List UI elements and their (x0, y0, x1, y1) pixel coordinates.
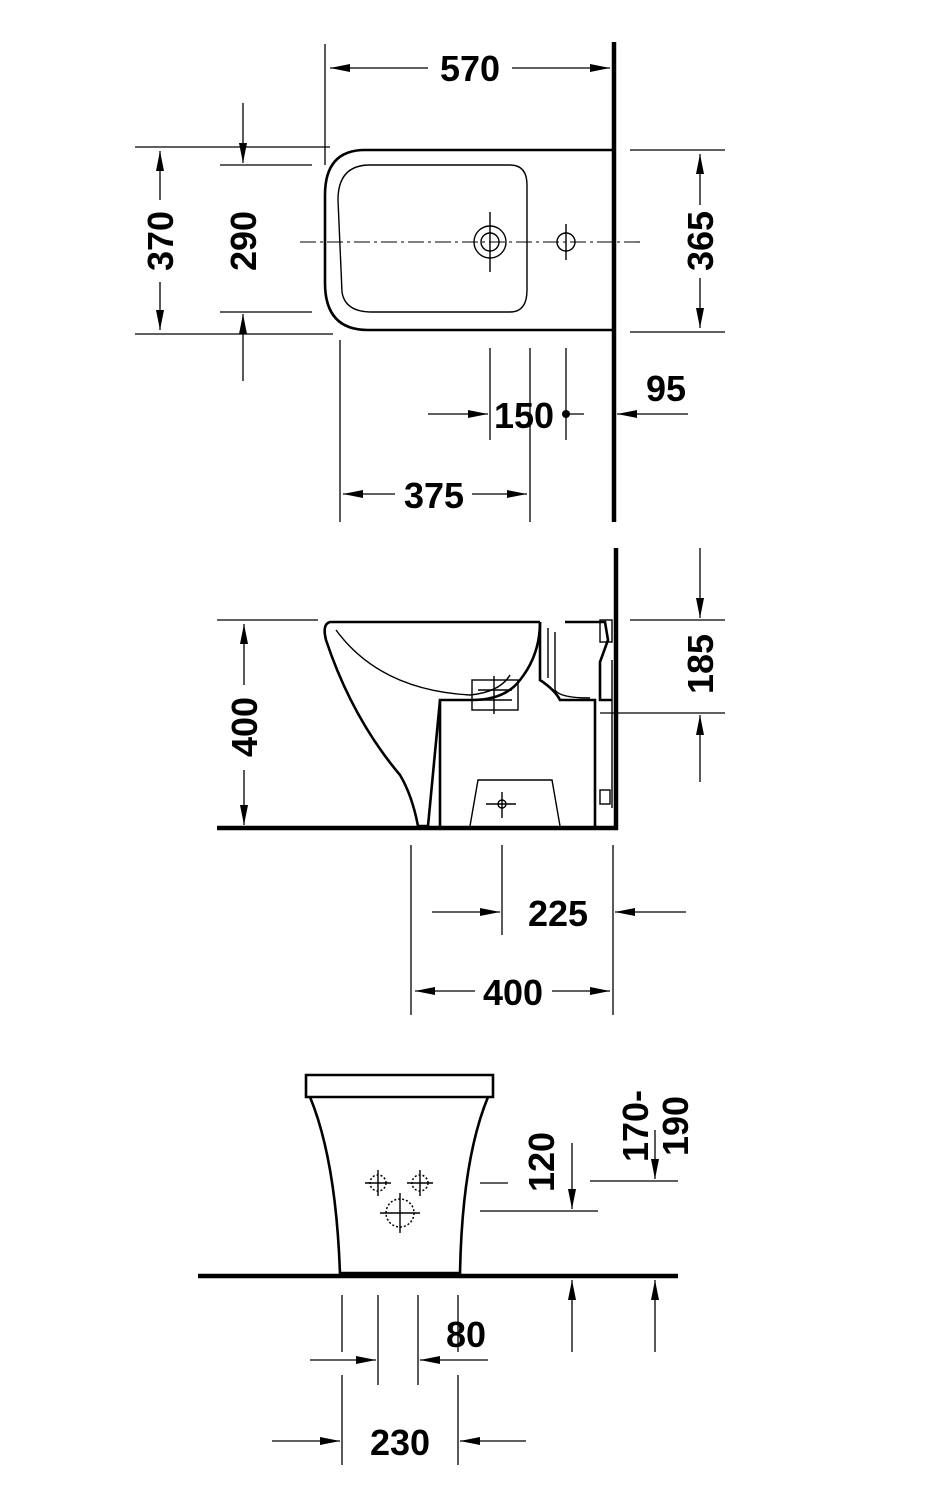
dim-inlet-height: 185 (680, 634, 721, 694)
dim-hole-spacing: 80 (446, 1314, 486, 1355)
bidet-outline (323, 148, 612, 332)
side-inner-contour (547, 628, 591, 699)
front-hole-left-icon (365, 1170, 391, 1196)
front-body-outline (308, 1096, 490, 1275)
dim-width-inner: 290 (223, 211, 264, 271)
dim-width-wall: 365 (680, 211, 721, 271)
front-rim (304, 1073, 495, 1099)
front-hole-right-icon (407, 1170, 433, 1196)
side-view: 400 185 225 400 (217, 548, 725, 1015)
dim-range-a: 170- (615, 1090, 656, 1162)
front-drain-icon (380, 1193, 420, 1233)
dim-base-width: 230 (370, 1422, 430, 1463)
dim-width-outer: 370 (140, 211, 181, 271)
dim-hole-height: 120 (521, 1132, 562, 1192)
side-pedestal-front (438, 621, 542, 826)
tap-hole-icon (556, 224, 576, 260)
side-rear-profile (565, 620, 612, 702)
side-bowl-outline (323, 620, 540, 828)
top-view: 570 370 290 365 150 95 375 (135, 42, 725, 522)
side-fixing-block (599, 619, 613, 643)
dim-range-b: 190 (655, 1096, 696, 1156)
dim-hole-offset: 150 (494, 395, 554, 436)
bowl-outline (337, 164, 528, 313)
drain-hole-icon (473, 212, 507, 272)
dim-length: 570 (440, 48, 500, 89)
tap-position-dot (562, 410, 570, 418)
dim-height: 400 (224, 697, 265, 757)
dim-outlet-distance: 225 (528, 893, 588, 934)
front-view: 120 170- 190 80 230 (198, 1073, 696, 1465)
side-fixing-bracket (599, 789, 611, 805)
side-inlet-icon (471, 676, 519, 714)
side-pedestal-back (538, 622, 597, 826)
dim-wall-offset: 95 (646, 368, 686, 409)
dim-front-offset: 375 (404, 475, 464, 516)
dim-depth: 400 (483, 972, 543, 1013)
side-rim-inner (335, 629, 511, 696)
side-outlet-icon (469, 779, 561, 827)
